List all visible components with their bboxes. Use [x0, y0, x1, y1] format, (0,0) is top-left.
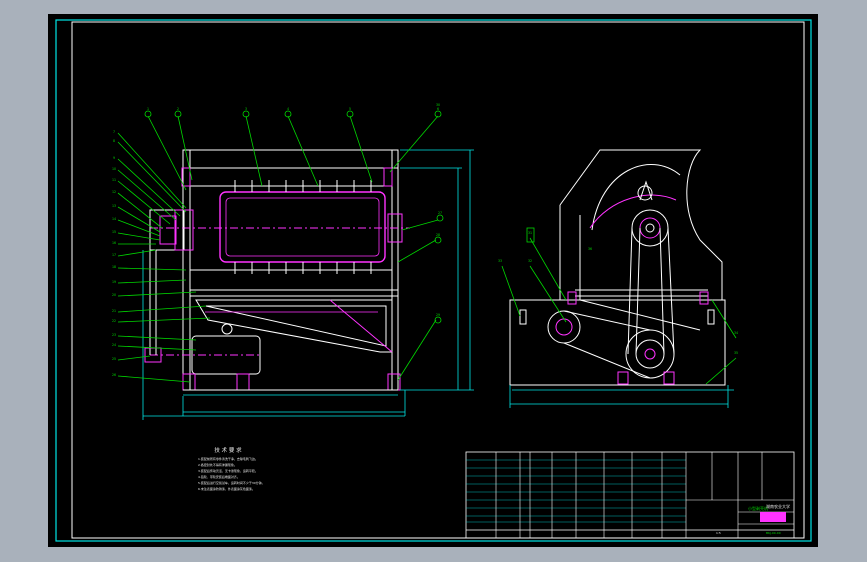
callout-number: 9 — [113, 156, 115, 160]
callout-number: 22 — [112, 319, 116, 323]
callout-number: 35 — [734, 351, 738, 355]
tech-req-line: 5.装配后进行空载试车，运转时间不少于30分钟。 — [198, 480, 265, 485]
callout-number: 7 — [113, 130, 115, 134]
tech-req-line: 2.各密封处不得有渗漏现象。 — [198, 462, 237, 467]
callout-number: 6 — [437, 107, 439, 111]
scale: 1:5 — [716, 531, 721, 535]
callout-number: 10 — [112, 167, 116, 171]
title-block: 小型剥壳机 湖南农业大学 BKJ-00-00 1:5 — [716, 503, 790, 535]
motor — [191, 335, 261, 375]
callout-number: 25 — [112, 357, 116, 361]
callout-number: 18 — [112, 265, 116, 269]
callout-number: 23 — [112, 333, 116, 337]
discharge-hopper — [195, 299, 393, 353]
tech-req-title: 技 术 要 求 — [214, 446, 242, 454]
technical-requirements: 技 术 要 求 1.装配前所有零件清洗干净，去除毛刺飞边。 2.各密封处不得有渗… — [198, 446, 265, 491]
callout-number: 15 — [112, 230, 116, 234]
bill-of-materials — [465, 451, 795, 539]
callout-number: 21 — [112, 309, 116, 313]
school-name: 湖南农业大学 — [766, 503, 790, 509]
drawing-name: 小型剥壳机 — [748, 505, 768, 511]
side-frame — [509, 299, 726, 386]
callout-number: 34 — [734, 331, 738, 335]
callout-number: 17 — [112, 253, 116, 257]
callout-number: 8 — [113, 139, 115, 143]
callout-number: 32 — [528, 259, 532, 263]
callout-number: 13 — [112, 204, 116, 208]
callout-number: 4 — [287, 107, 289, 111]
tech-req-line: 4.链轮、带轮安装后端面对齐。 — [198, 474, 240, 479]
callout-number: 11 — [112, 178, 116, 182]
callout-number: 3 — [245, 107, 247, 111]
callout-number: 28 — [436, 233, 440, 237]
tech-req-line: 3.装配后传动灵活，无卡滞现象，运转平稳。 — [198, 468, 258, 473]
outer-border — [55, 19, 812, 542]
callout-number: 31 — [528, 231, 532, 235]
feed-hopper — [559, 149, 723, 301]
callout-number: 20 — [112, 293, 116, 297]
callout-number: 5 — [349, 107, 351, 111]
callout-number: 33 — [498, 259, 502, 263]
inner-frame — [71, 21, 805, 539]
tech-req-line: 1.装配前所有零件清洗干净，去除毛刺飞边。 — [198, 456, 258, 461]
callout-number: 29 — [436, 313, 440, 317]
callout-number: 30 — [436, 103, 440, 107]
front-view — [117, 110, 474, 420]
callout-number: 27 — [438, 211, 442, 215]
tech-req-line: 6.未注表面涂防锈漆，外表面涂灰色面漆。 — [198, 486, 255, 491]
callout-number: 2 — [177, 107, 179, 111]
callout-number: 36 — [588, 247, 592, 251]
drawing-number: BKJ-00-00 — [766, 531, 781, 535]
side-view — [501, 149, 737, 408]
callout-number: 14 — [112, 217, 116, 221]
callout-number: 19 — [112, 280, 116, 284]
drawing-sheet — [48, 14, 818, 547]
callout-number: 26 — [112, 373, 116, 377]
callout-number: 16 — [112, 241, 116, 245]
callout-number: 12 — [112, 190, 116, 194]
callout-number: 1 — [147, 107, 149, 111]
callout-number: 24 — [112, 343, 116, 347]
